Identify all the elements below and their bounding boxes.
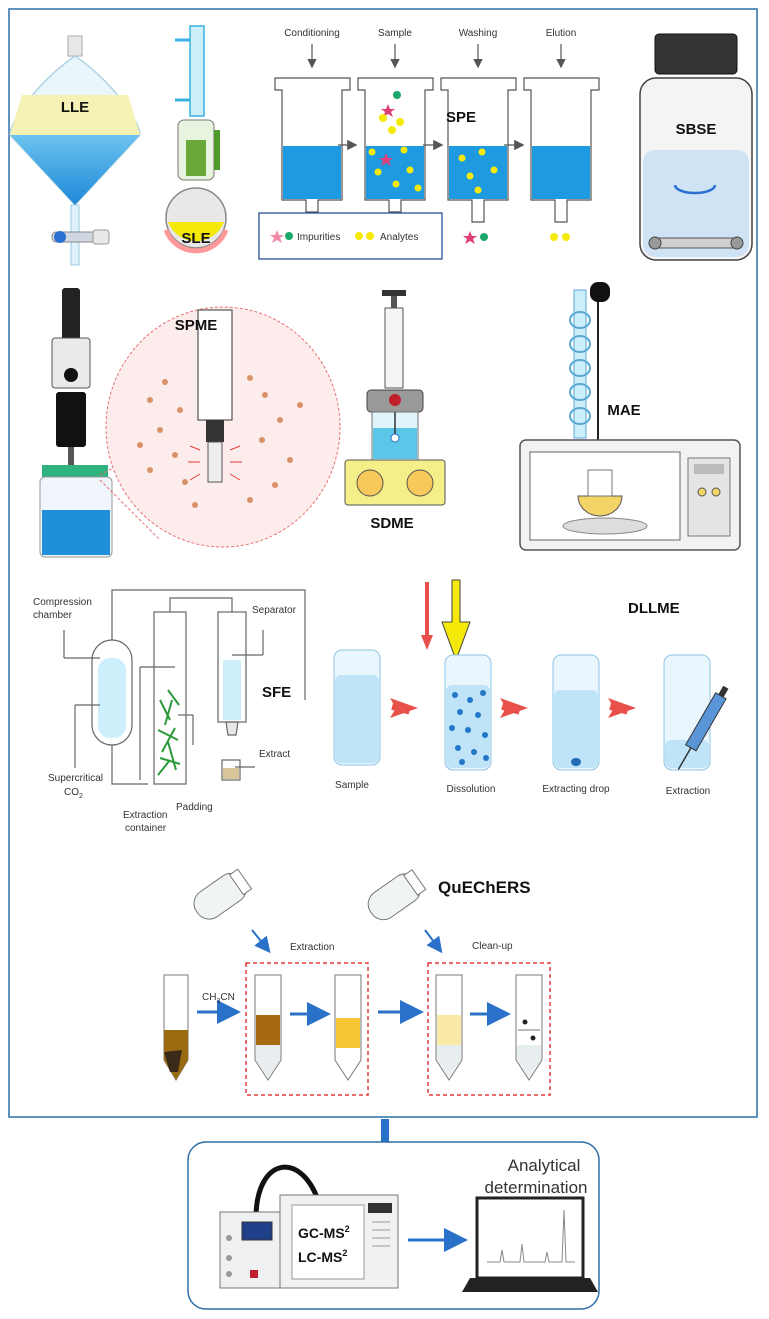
computer-monitor-icon xyxy=(462,1196,598,1292)
dllme-label: DLLME xyxy=(628,600,680,617)
sfe-extraction-line2: container xyxy=(125,823,167,834)
sfe-padding-label: Padding xyxy=(176,802,213,813)
spe-step-sample: Sample xyxy=(378,28,412,39)
solvent-main: CH xyxy=(202,992,216,1003)
sfe-separator-label: Separator xyxy=(252,605,297,616)
sfe-supercritical-line1: Supercritical xyxy=(48,773,103,784)
sfe-compression-line1: Compression xyxy=(33,597,92,608)
dllme-step-extraction: Extraction xyxy=(666,786,710,797)
lc-main: LC-MS xyxy=(298,1249,342,1265)
spe-step-conditioning: Conditioning xyxy=(284,28,340,39)
sfe-compression-line2: chamber xyxy=(33,610,73,621)
dllme-step-sample: Sample xyxy=(335,780,369,791)
gc-lc-instrument xyxy=(219,1164,399,1289)
sfe-padding-fibers xyxy=(157,689,181,776)
sbse-vial xyxy=(639,33,753,261)
quechers-label: QuEChERS xyxy=(438,878,531,897)
spe-section: Conditioning Sample Washing Elution xyxy=(258,28,600,260)
spe-legend-impurities: Impurities xyxy=(297,232,340,243)
lc-ms-label: LC-MS2 xyxy=(298,1248,347,1265)
analysis-title-line1: Analytical xyxy=(508,1156,581,1175)
sfe-supercritical-line2: CO2 xyxy=(64,787,83,800)
spme-label: SPME xyxy=(175,317,218,334)
gc-sup: 2 xyxy=(345,1224,350,1234)
main-frame xyxy=(8,8,758,1118)
dllme-section xyxy=(333,579,729,771)
quechers-extraction-label: Extraction xyxy=(290,942,334,953)
sbse-label: SBSE xyxy=(676,121,717,138)
spe-legend-analytes: Analytes xyxy=(380,232,418,243)
sfe-extraction-line1: Extraction xyxy=(123,810,167,821)
dllme-step-extracting-drop: Extracting drop xyxy=(542,784,610,795)
solvent-sub: 3 xyxy=(216,998,220,1005)
spe-step-elution: Elution xyxy=(546,28,577,39)
dllme-step-dissolution: Dissolution xyxy=(447,784,496,795)
spe-legend-box xyxy=(258,212,443,260)
solvent-tail: CN xyxy=(220,992,234,1003)
mae-section xyxy=(519,282,741,551)
sfe-co2-sub: 2 xyxy=(79,793,83,800)
gc-ms-label: GC-MS2 xyxy=(298,1224,350,1241)
quechers-section xyxy=(163,868,551,1096)
sfe-label: SFE xyxy=(262,684,291,701)
analysis-title-line2: determination xyxy=(484,1178,587,1197)
sle-label: SLE xyxy=(181,230,210,247)
spe-label: SPE xyxy=(446,109,476,126)
gc-main: GC-MS xyxy=(298,1225,345,1241)
lle-separatory-funnel xyxy=(9,35,141,266)
quechers-solvent-label: CH3CN xyxy=(202,992,235,1005)
spme-section xyxy=(39,288,341,558)
quechers-cleanup-label: Clean-up xyxy=(472,941,513,952)
mae-label: MAE xyxy=(607,402,640,419)
sle-soxhlet-apparatus xyxy=(163,25,229,254)
sdme-label: SDME xyxy=(370,515,413,532)
spe-step-washing: Washing xyxy=(459,28,498,39)
sfe-section xyxy=(63,589,306,785)
lc-sup: 2 xyxy=(342,1248,347,1258)
lle-label: LLE xyxy=(61,99,89,116)
sfe-extract-label: Extract xyxy=(259,749,290,760)
sdme-section xyxy=(344,290,446,506)
sfe-co2-main: CO xyxy=(64,787,79,798)
